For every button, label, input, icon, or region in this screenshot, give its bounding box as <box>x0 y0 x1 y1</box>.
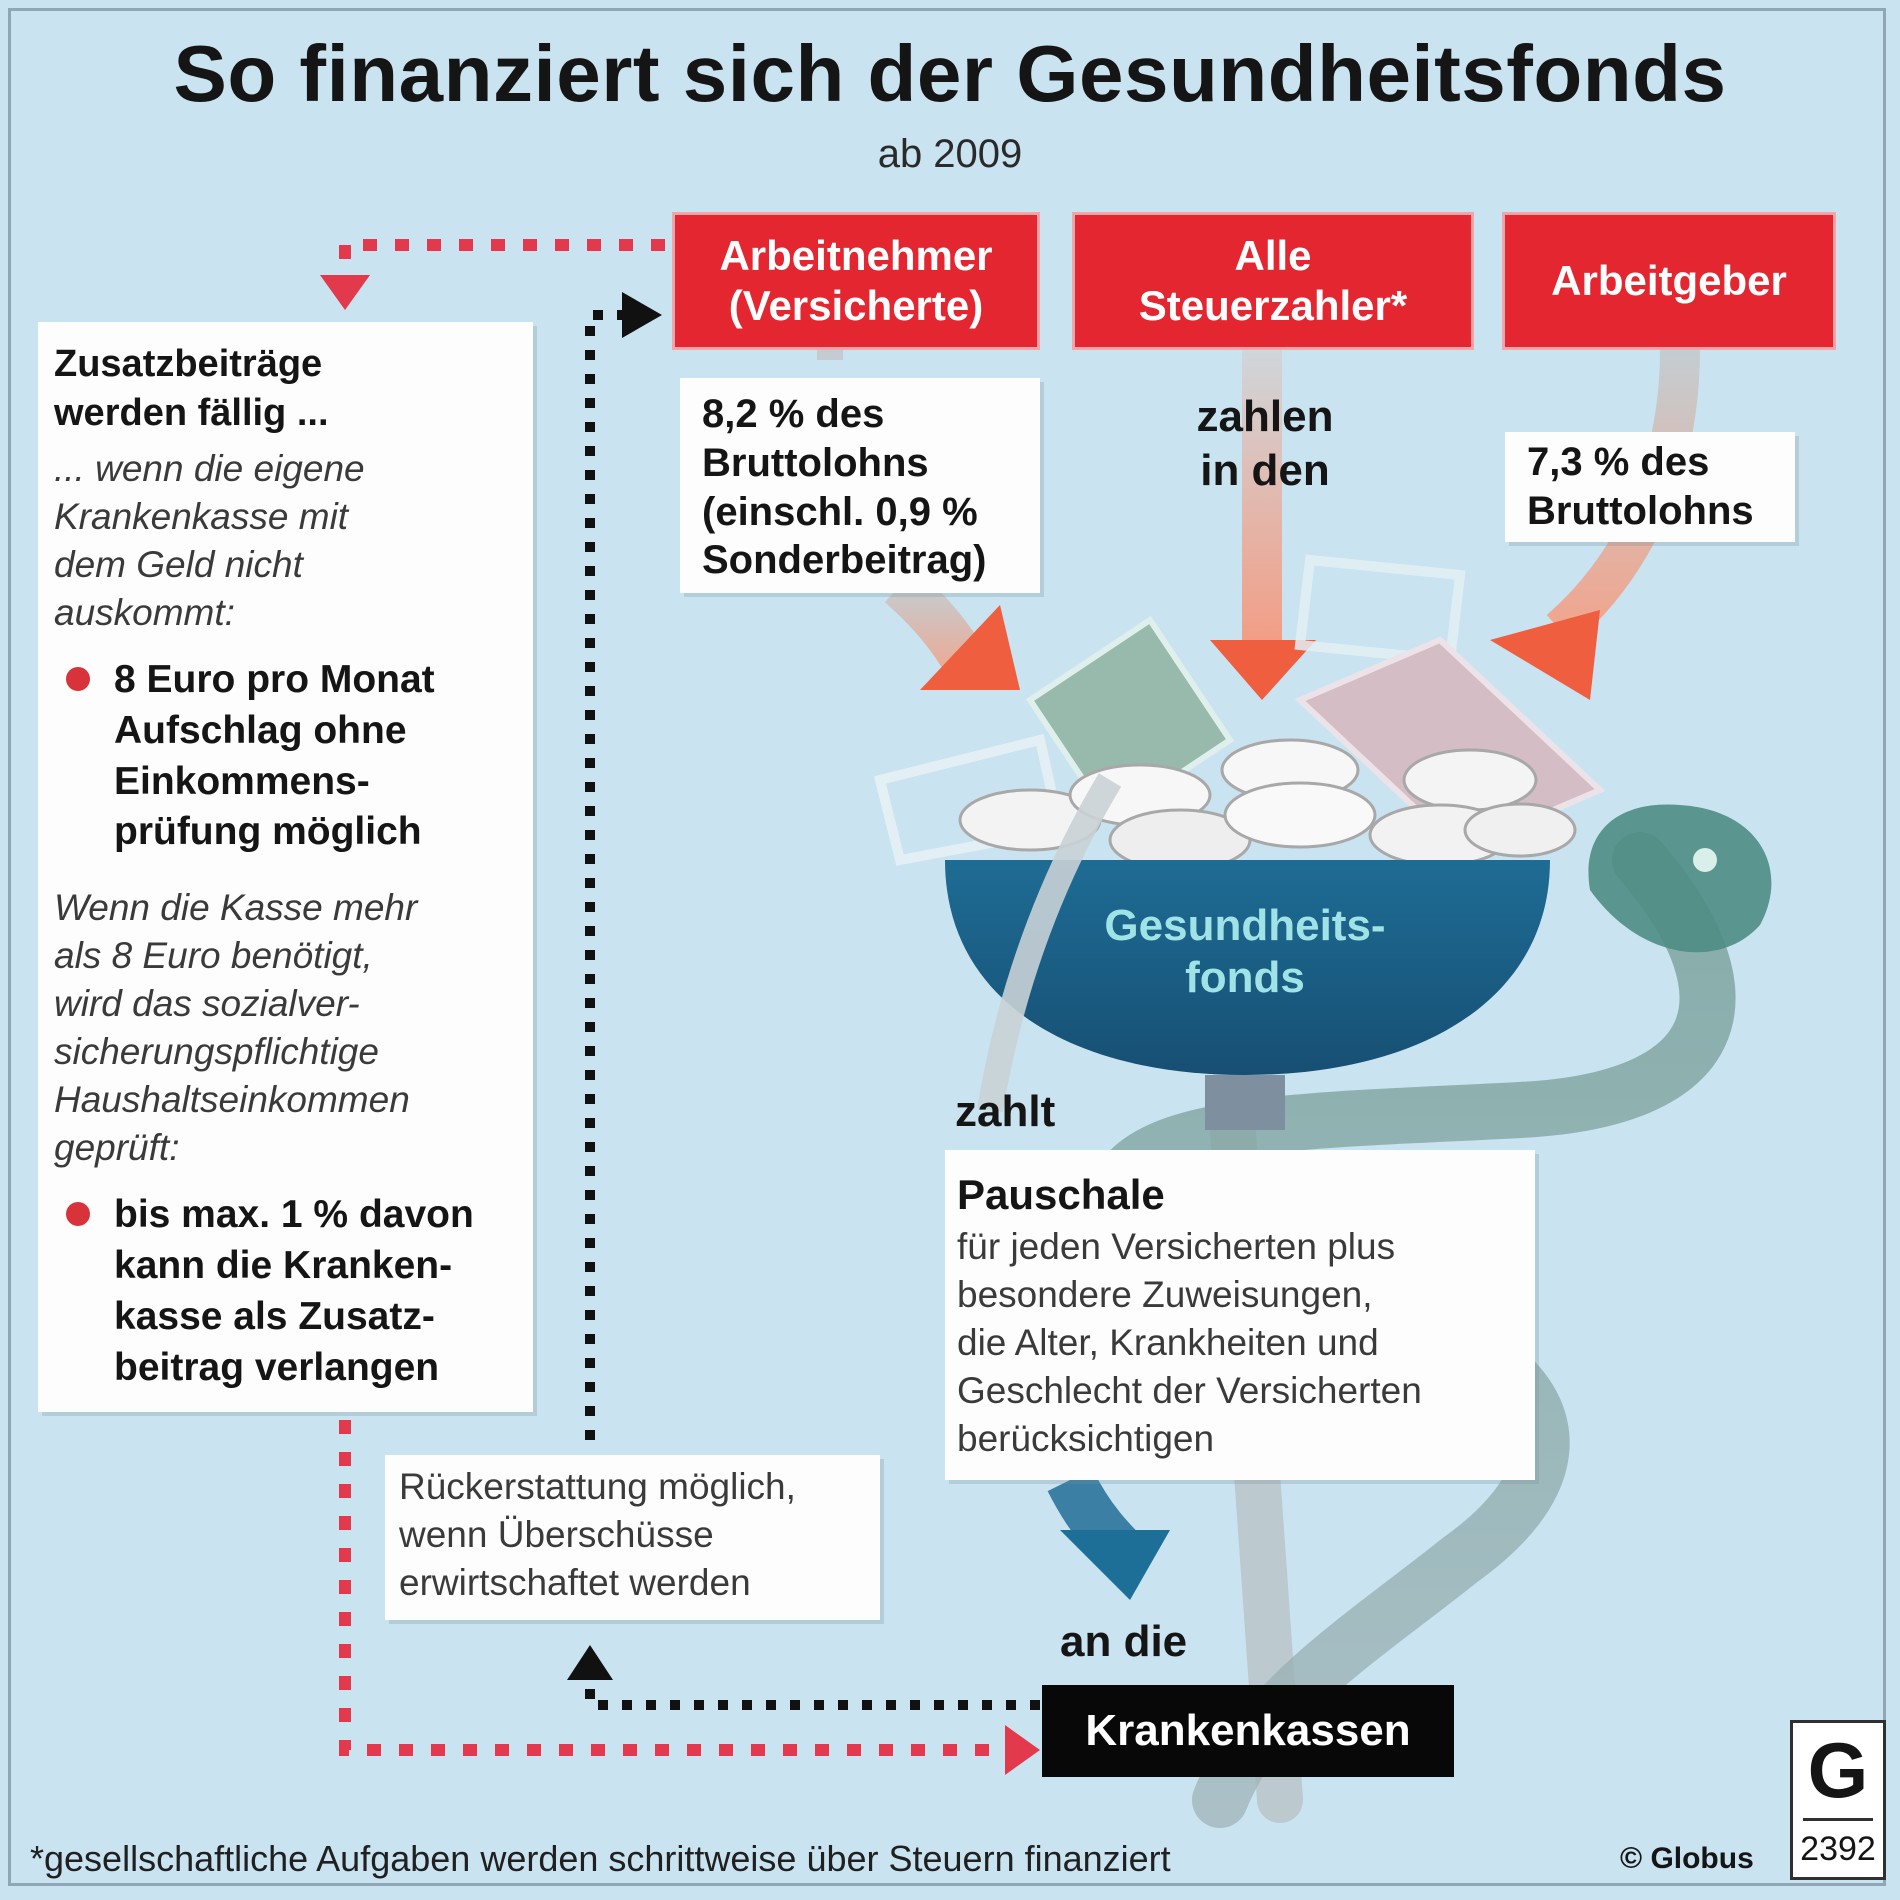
credit: © Globus <box>1620 1842 1754 1875</box>
zusatz-middle-line: geprüft: <box>54 1127 180 1169</box>
zusatz-heading: Zusatzbeiträge werden fällig ... <box>54 340 521 439</box>
zusatz-middle: Wenn die Kasse mehr als 8 Euro benötigt,… <box>54 884 521 1173</box>
zusatz-bullet-1-line: prüfung möglich <box>114 810 422 854</box>
arrow-payout-icon <box>1060 1530 1170 1600</box>
zusatz-middle-line: wird das sozialver- <box>54 983 360 1025</box>
taxpayer-contribution-text: zahlen in den <box>1150 390 1380 497</box>
zusatz-heading-line: Zusatzbeiträge <box>54 343 323 385</box>
employer-contribution-line: Bruttolohns <box>1527 488 1754 533</box>
refund-line: Rückerstattung möglich, <box>399 1466 796 1507</box>
red-arrowhead-down-icon <box>320 275 370 310</box>
footnote: *gesellschaftliche Aufgaben werden schri… <box>30 1838 1171 1879</box>
zusatz-intro-line: ... wenn die eigene <box>54 447 365 489</box>
red-arrowhead-right-icon <box>1005 1725 1040 1775</box>
refund-line: erwirtschaftet werden <box>399 1562 751 1604</box>
frame <box>8 8 1886 1886</box>
zusatz-bullet-1-line: Aufschlag ohne <box>114 708 407 752</box>
bullet-dot-icon <box>66 667 90 692</box>
zusatz-middle-line: als 8 Euro benötigt, <box>54 935 373 976</box>
employer-contribution-box: 7,3 % des Bruttolohns <box>1505 432 1795 542</box>
employee-contribution-box: 8,2 % des Bruttolohns (einschl. 0,9 % So… <box>680 378 1040 593</box>
pauschale-box: Pauschale für jeden Versicherten plus be… <box>945 1150 1535 1480</box>
zusatz-intro-line: dem Geld nicht <box>54 543 303 585</box>
fonds-label-line: Gesundheits- <box>1104 901 1386 950</box>
zusatz-middle-line: Wenn die Kasse mehr <box>54 886 418 928</box>
zusatz-intro-line: Krankenkasse mit <box>54 495 349 537</box>
pauschale-heading: Pauschale <box>957 1171 1165 1218</box>
dotted-line-black-left <box>585 310 625 1440</box>
zusatz-intro: ... wenn die eigene Krankenkasse mit dem… <box>54 445 521 637</box>
employee-contribution-line: Bruttolohns <box>702 440 929 485</box>
employee-contribution-line: 8,2 % des <box>702 392 885 436</box>
payer-employee-label: Arbeitnehmer (Versicherte) <box>719 232 993 329</box>
pauschale-line: Geschlecht der Versicherten <box>957 1369 1422 1411</box>
taxpayer-contribution-line: in den <box>1200 445 1330 495</box>
snake-head-icon <box>1588 804 1772 953</box>
pauschale-line: berücksichtigen <box>957 1417 1215 1459</box>
zusatz-bullet-2-line: beitrag verlangen <box>114 1345 440 1389</box>
zusatz-bullet-2-line: bis max. 1 % davon <box>114 1193 474 1237</box>
zusatz-intro-line: auskommt: <box>54 592 235 634</box>
refund-box: Rückerstattung möglich, wenn Überschüsse… <box>385 1455 880 1620</box>
fonds-label: Gesundheits- fonds <box>1040 900 1450 1004</box>
taxpayer-contribution-line: zahlen <box>1196 392 1334 441</box>
page-subtitle: ab 2009 <box>877 132 1023 176</box>
payer-taxpayer-box: Alle Steuerzahler* <box>1072 212 1474 350</box>
zusatz-middle-line: sicherungspflichtige <box>54 1031 379 1073</box>
pauschale-line: die Alter, Krankheiten und <box>957 1321 1379 1363</box>
pauschale-line: für jeden Versicherten plus <box>957 1225 1396 1267</box>
arrow-employee-icon <box>920 605 1020 690</box>
coins-icon <box>958 738 1577 872</box>
bullet-dot-icon <box>66 1202 90 1227</box>
employee-contribution-line: Sonderbeitrag) <box>702 538 987 583</box>
employee-contribution-line: (einschl. 0,9 % <box>702 489 978 534</box>
payer-taxpayer-label: Alle Steuerzahler* <box>1138 232 1408 329</box>
zusatz-bullet-2: bis max. 1 % davon kann die Kranken- kas… <box>54 1190 521 1393</box>
zusatz-middle-line: Haushaltseinkommen <box>54 1079 410 1121</box>
dotted-line-red-bottom <box>339 1420 1005 1756</box>
payer-employer-label: Arbeitgeber <box>1551 257 1787 305</box>
zahlt-label: zahlt <box>955 1087 1056 1136</box>
globus-logo: G 2392 <box>1790 1720 1886 1880</box>
arrow-taxpayer-icon <box>1210 640 1316 700</box>
pauschale-line: besondere Zuweisungen, <box>957 1273 1373 1315</box>
black-arrowhead-up-icon <box>567 1645 613 1680</box>
payer-employer-box: Arbeitgeber <box>1502 212 1836 350</box>
dotted-line-black-bottom <box>585 1680 1040 1710</box>
fonds-label-line: fonds <box>1185 952 1305 1002</box>
zusatz-bullet-1-line: Einkommens- <box>114 759 370 803</box>
dotted-line-red-top <box>339 239 665 275</box>
globus-logo-letter: G <box>1807 1726 1869 1814</box>
arrow-employer-icon <box>1490 610 1600 700</box>
refund-line: wenn Überschüsse <box>399 1514 714 1556</box>
page-title: So finanziert sich der Gesundheitsfonds <box>173 29 1727 118</box>
black-arrowhead-right-icon <box>622 292 662 338</box>
zusatz-bullet-1-line: 8 Euro pro Monat <box>114 658 435 702</box>
zusatz-heading-line: werden fällig ... <box>54 392 329 435</box>
logo-divider <box>1803 1818 1873 1821</box>
employer-contribution-line: 7,3 % des <box>1527 440 1710 484</box>
fonds-bowl-icon <box>945 860 1550 1075</box>
globus-logo-number: 2392 <box>1800 1830 1876 1868</box>
an-die-label: an die <box>1060 1617 1188 1666</box>
zusatzbeitraege-box: Zusatzbeiträge werden fällig ... ... wen… <box>38 322 533 1412</box>
payer-employee-box: Arbeitnehmer (Versicherte) <box>672 212 1040 350</box>
krankenkassen-label: Krankenkassen <box>1085 1706 1411 1755</box>
zusatz-bullet-1: 8 Euro pro Monat Aufschlag ohne Einkomme… <box>54 655 521 858</box>
zusatz-bullet-2-line: kann die Kranken- <box>114 1244 453 1288</box>
krankenkassen-box: Krankenkassen <box>1042 1685 1454 1777</box>
zusatz-bullet-2-line: kasse als Zusatz- <box>114 1294 435 1338</box>
